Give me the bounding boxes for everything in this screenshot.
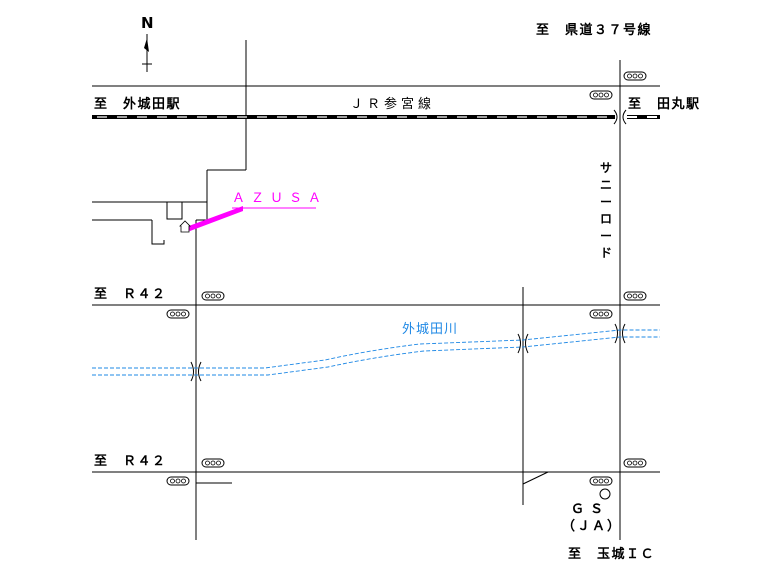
bridge-icon [614, 323, 626, 344]
traffic-signal-icon [623, 71, 647, 81]
sunny-road-char: ロ [600, 212, 614, 226]
traffic-signal-icon [201, 291, 225, 301]
sunny-road-char: ド [600, 246, 614, 260]
rail-line-label: ＪＲ参宮線 [350, 96, 435, 112]
traffic-signal-icon [166, 309, 190, 319]
gas-station-sublabel: （ＪＡ） [562, 518, 622, 534]
sunny-road-char: サ [600, 161, 614, 175]
sunny-road-char: ー [600, 195, 614, 209]
river [92, 329, 660, 376]
gas-station-circle-icon [599, 488, 611, 500]
dest-r42-upper: 至 Ｒ４２ [94, 287, 167, 302]
traffic-signal-icon [623, 291, 647, 301]
dest-hokajoda-station: 至 外城田駅 [94, 96, 181, 112]
rail-crossing-icon [613, 109, 627, 125]
dest-r42-lower: 至 Ｒ４２ [94, 454, 167, 469]
sunny-road-char: ニ [600, 178, 614, 192]
gas-station-label: ＧＳ [571, 502, 609, 517]
traffic-signal-icon [589, 90, 613, 100]
traffic-signal-icon [623, 458, 647, 468]
north-arrow-icon: N [141, 14, 155, 72]
traffic-signal-icon [589, 309, 613, 319]
sunny-road-label: サ ニ ー ロ ー ド [600, 161, 614, 260]
bridge-icon [517, 333, 529, 354]
bridge-icon [190, 361, 202, 382]
dest-tamaki-ic: 至 玉城ＩＣ [568, 546, 655, 562]
traffic-signal-icon [589, 476, 613, 486]
azusa-label: ＡＺＵＳＡ [232, 191, 327, 206]
sunny-road-char: ー [600, 229, 614, 243]
azusa-marker: ＡＺＵＳＡ [179, 191, 327, 233]
road-network [92, 40, 660, 540]
traffic-signal-icon [201, 458, 225, 468]
dest-tamaru-station: 至 田丸駅 [628, 96, 701, 112]
dest-prefectural-road: 至 県道３７号線 [536, 22, 652, 38]
house-icon [179, 220, 191, 233]
river-label: 外城田川 [402, 322, 458, 337]
traffic-signal-icon [166, 476, 190, 486]
north-label: N [141, 14, 155, 32]
